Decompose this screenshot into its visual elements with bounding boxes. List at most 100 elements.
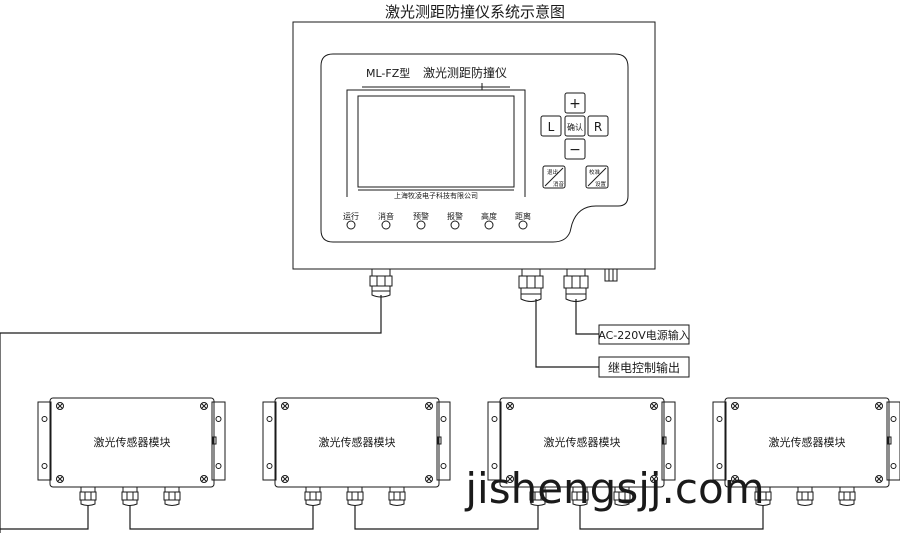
mount-hole (665, 463, 672, 469)
mount-hole (491, 463, 498, 469)
corner-screw-icon (506, 402, 514, 410)
mount-hole (266, 416, 273, 422)
mount-hole (491, 416, 498, 422)
module-side-tab (887, 436, 892, 445)
svg-text:报警: 报警 (447, 211, 463, 221)
indicator-distance: 距离 (515, 211, 531, 230)
module-flange-right (886, 401, 900, 481)
right-key[interactable]: R (587, 115, 609, 137)
watermark-text: jishengsjj.com (464, 464, 764, 513)
module-flange-left (487, 401, 502, 481)
svg-text:消音: 消音 (378, 211, 394, 221)
lcd-screen (357, 95, 515, 188)
mount-hole (41, 416, 48, 422)
module-side-tab (662, 436, 667, 445)
svg-text:AC-220V电源输入: AC-220V电源输入 (598, 328, 690, 342)
exit-mute-key[interactable]: 退出 消音 (542, 165, 566, 189)
power-input-label: AC-220V电源输入 (598, 324, 690, 345)
module-label: 激光传感器模块 (319, 435, 396, 449)
mount-hole (215, 463, 222, 469)
relay-wire (535, 299, 599, 368)
sensor-module: 激光传感器模块 (712, 397, 900, 506)
module-label: 激光传感器模块 (94, 435, 171, 449)
minus-key[interactable]: − (564, 138, 586, 160)
module-cable-gland (529, 486, 547, 506)
indicator-prewarn: 预警 (413, 211, 429, 230)
module-flange-left (712, 401, 727, 481)
corner-screw-icon (200, 475, 208, 483)
module-cable-gland (838, 486, 856, 506)
mount-hole (716, 416, 723, 422)
module-flange-right (211, 401, 226, 481)
mount-hole (890, 416, 897, 422)
ground-terminal (604, 268, 618, 282)
mount-hole (890, 463, 897, 469)
plus-key[interactable]: + (564, 92, 586, 114)
display-bezel: 上海牧凌电子科技有限公司 (346, 83, 526, 200)
module-cable-gland (163, 486, 181, 506)
svg-text:R: R (594, 120, 602, 134)
corner-screw-icon (281, 402, 289, 410)
corner-screw-icon (56, 402, 64, 410)
svg-text:高度: 高度 (481, 211, 497, 221)
module-cable-gland (346, 486, 364, 506)
sensor-module: 激光传感器模块 (487, 397, 676, 506)
mount-hole (440, 416, 447, 422)
module-flange-right (661, 401, 676, 481)
indicator-mute: 消音 (378, 211, 394, 230)
module-label: 激光传感器模块 (769, 435, 846, 449)
cable-gland-power (563, 268, 589, 302)
maker-label: 上海牧凌电子科技有限公司 (394, 191, 478, 200)
module-flange-left (262, 401, 277, 481)
svg-text:−: − (569, 142, 581, 158)
cable-gland-sensor (369, 268, 393, 298)
svg-text:距离: 距离 (515, 211, 531, 221)
indicator-row: 运行 消音 预警 报警 高度 距离 (343, 211, 531, 230)
svg-text:消音: 消音 (553, 180, 565, 188)
svg-text:退出: 退出 (547, 168, 558, 176)
module-cable-gland (388, 486, 406, 506)
front-panel (320, 53, 629, 243)
svg-text:+: + (569, 96, 581, 112)
module-cable-gland (754, 486, 772, 506)
mount-hole (41, 463, 48, 469)
corner-screw-icon (425, 475, 433, 483)
module-chain-wiring (0, 505, 764, 530)
corner-screw-icon (650, 475, 658, 483)
module-cable-gland (304, 486, 322, 506)
module-cable-gland (796, 486, 814, 506)
module-flange-right (436, 401, 451, 481)
corner-screw-icon (56, 475, 64, 483)
corner-screw-icon (875, 475, 883, 483)
confirm-key[interactable]: 确认 (564, 115, 586, 137)
power-wire (575, 299, 599, 335)
corner-screw-icon (281, 475, 289, 483)
corner-screw-icon (875, 402, 883, 410)
svg-text:运行: 运行 (343, 211, 359, 221)
left-key[interactable]: L (540, 115, 562, 137)
corner-screw-icon (650, 402, 658, 410)
module-flange-left (37, 401, 52, 481)
indicator-alarm: 报警 (447, 211, 463, 230)
svg-text:预警: 预警 (413, 211, 429, 221)
mount-hole (716, 463, 723, 469)
calibrate-setup-key[interactable]: 校准 设置 (585, 165, 609, 189)
module-cable-gland (121, 486, 139, 506)
mount-hole (440, 463, 447, 469)
indicator-run: 运行 (343, 211, 359, 230)
controller-enclosure (292, 21, 656, 270)
corner-screw-icon (200, 402, 208, 410)
controller-unit: ML-FZ型 激光测距防撞仪 上海牧凌电子科技有限公司 + L 确认 (292, 21, 656, 302)
relay-output-label: 继电控制输出 (598, 356, 690, 378)
corner-screw-icon (731, 402, 739, 410)
corner-screw-icon (506, 475, 514, 483)
svg-text:校准: 校准 (589, 168, 601, 176)
module-cable-gland (613, 486, 631, 506)
module-cable-gland (79, 486, 97, 506)
product-name: 激光测距防撞仪 (423, 65, 507, 80)
svg-text:继电控制输出: 继电控制输出 (608, 360, 680, 375)
sensor-module: 激光传感器模块 (262, 397, 451, 506)
svg-text:设置: 设置 (595, 180, 607, 188)
mount-hole (266, 463, 273, 469)
